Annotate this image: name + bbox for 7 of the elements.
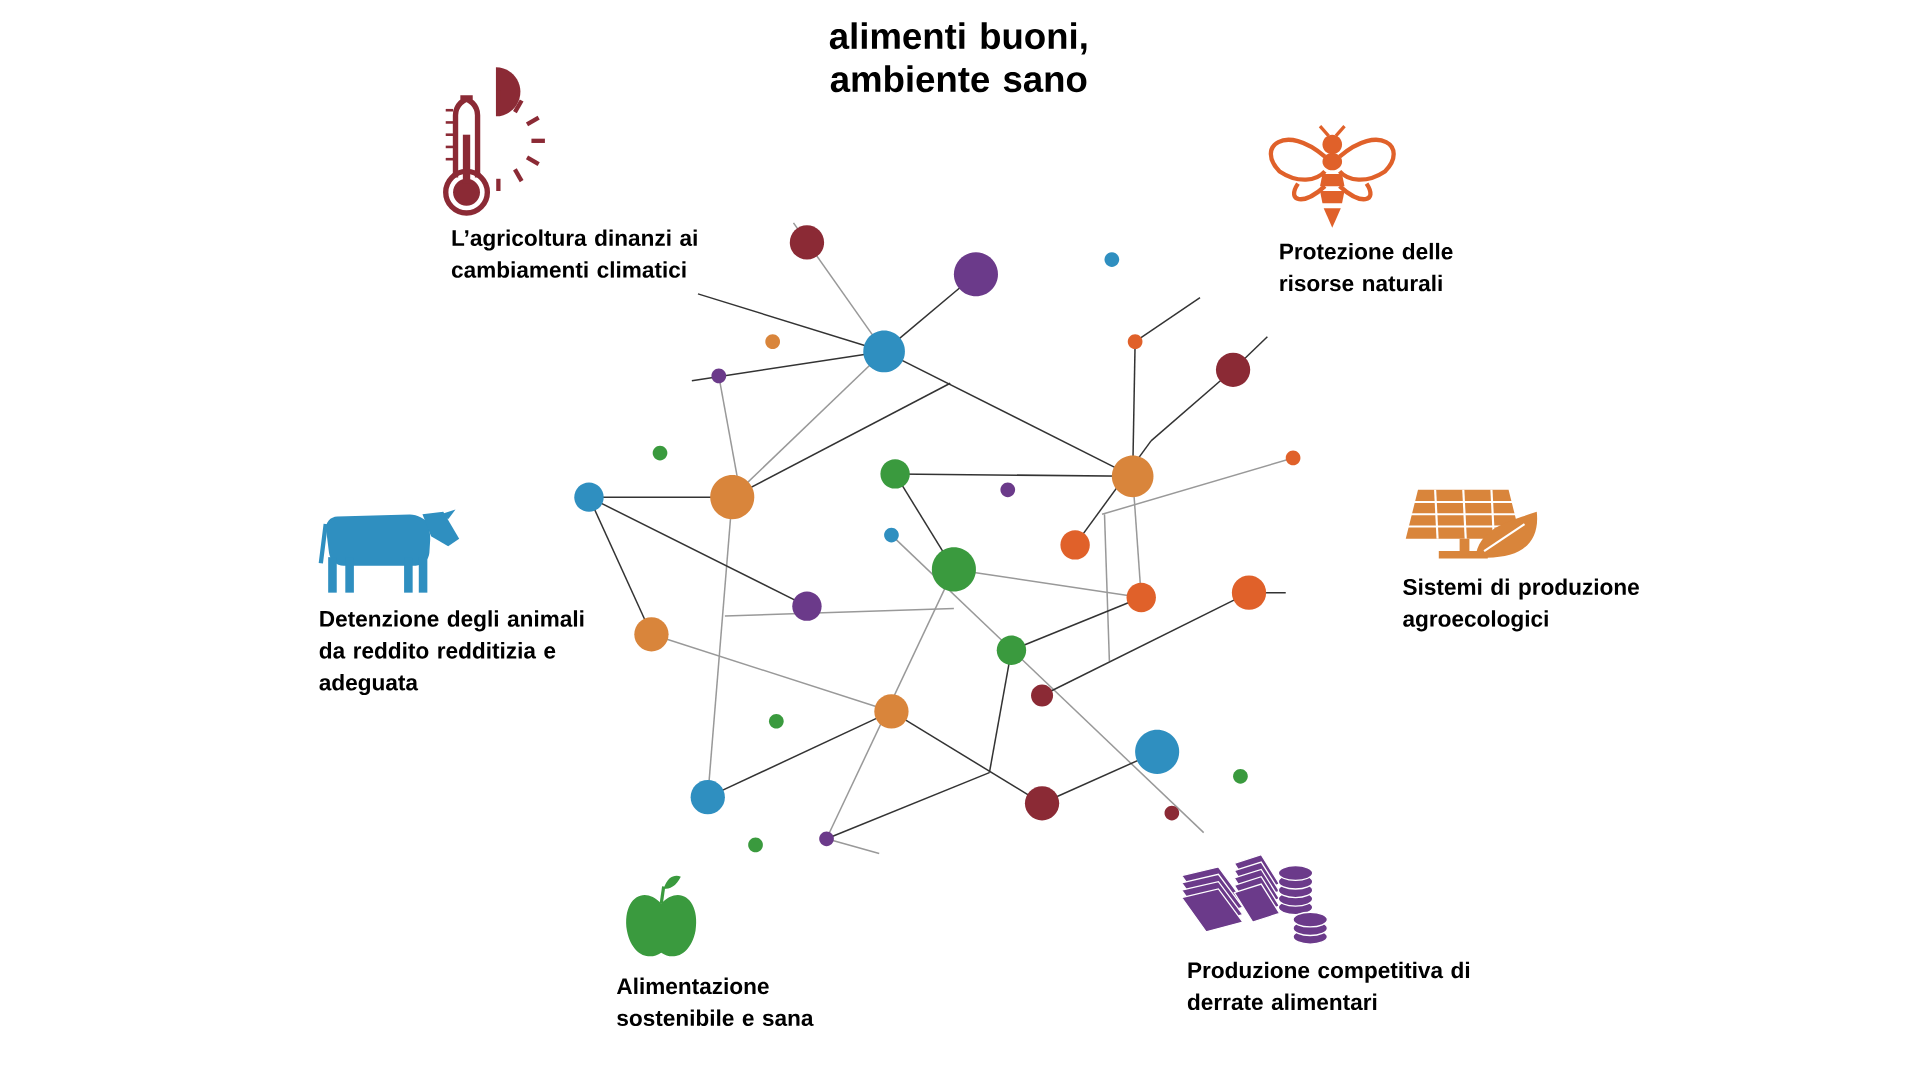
label-text: L’agricoltura dinanzi ai cambiamenti climatici	[451, 229, 697, 278]
label-text: Protezione delle risorse naturali	[1280, 242, 1453, 292]
title: alimenti buoni, ambiente sano	[829, 22, 1087, 93]
label-text: Produzione competitiva di derrate alimentari	[1187, 961, 1470, 1011]
label-text: Sistemi di produzione agroecologici	[1403, 578, 1639, 632]
label-text: Detenzione degli animali da reddito redditizia e adeguata	[319, 610, 584, 696]
label-text: Alimentazione sostenibile e sana	[616, 977, 814, 1027]
